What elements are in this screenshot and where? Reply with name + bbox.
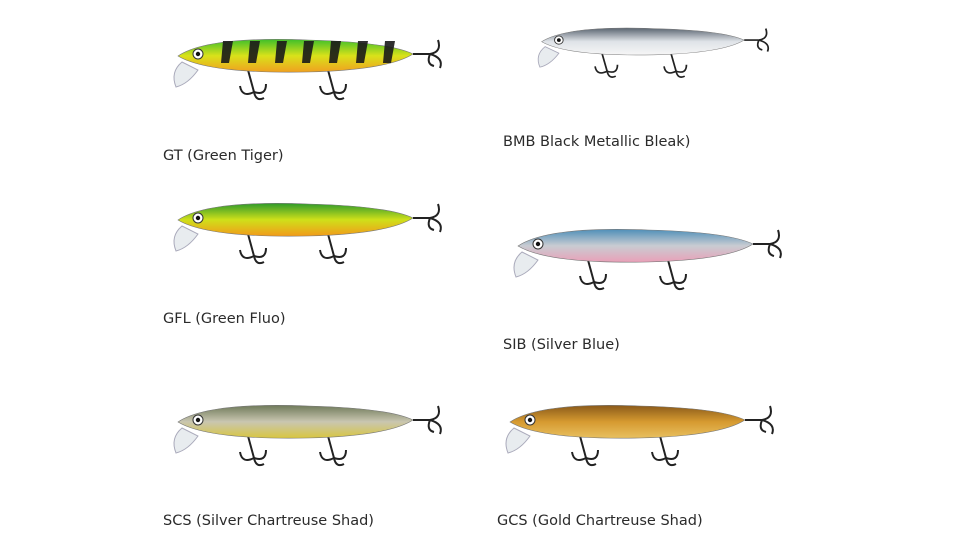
treble-hook-icon xyxy=(319,233,347,265)
lip-icon xyxy=(173,427,199,454)
lip-icon xyxy=(173,225,199,252)
treble-hook-icon xyxy=(663,52,688,78)
lure-body xyxy=(541,27,745,56)
lure-label-gfl: GFL (Green Fluo) xyxy=(163,311,286,327)
rear-hook-icon xyxy=(413,39,442,69)
treble-hook-icon xyxy=(651,435,679,467)
treble-hook-icon xyxy=(319,69,347,101)
rear-hook-icon xyxy=(745,405,774,435)
lure-image-gt xyxy=(168,32,458,127)
treble-hook-icon xyxy=(239,435,267,467)
lure-body xyxy=(177,39,414,73)
treble-hook-icon xyxy=(659,259,687,291)
treble-hook-icon xyxy=(239,233,267,265)
lure-image-gcs xyxy=(500,398,790,493)
lure-label-sib: SIB (Silver Blue) xyxy=(503,337,620,353)
lure-image-sib xyxy=(508,222,798,317)
lip-icon xyxy=(537,46,560,68)
lip-icon xyxy=(513,251,539,278)
lure-image-scs xyxy=(168,398,458,493)
rear-hook-icon xyxy=(413,203,442,233)
treble-hook-icon xyxy=(579,259,607,291)
lure-body xyxy=(177,405,414,439)
lure-body xyxy=(509,405,746,439)
lure-label-gcs: GCS (Gold Chartreuse Shad) xyxy=(497,513,703,529)
lip-icon xyxy=(173,61,199,88)
lip-icon xyxy=(505,427,531,454)
rear-hook-icon xyxy=(413,405,442,435)
lure-body xyxy=(177,203,414,237)
treble-hook-icon xyxy=(594,52,619,78)
rear-hook-icon xyxy=(753,229,782,259)
lure-image-gfl xyxy=(168,196,458,291)
lure-label-bmb: BMB Black Metallic Bleak) xyxy=(503,134,691,150)
treble-hook-icon xyxy=(571,435,599,467)
treble-hook-icon xyxy=(319,435,347,467)
lure-label-gt: GT (Green Tiger) xyxy=(163,148,284,164)
lure-label-scs: SCS (Silver Chartreuse Shad) xyxy=(163,513,374,529)
rear-hook-icon xyxy=(744,28,770,52)
lure-image-bmb xyxy=(533,22,783,100)
treble-hook-icon xyxy=(239,69,267,101)
lure-body xyxy=(517,229,754,263)
